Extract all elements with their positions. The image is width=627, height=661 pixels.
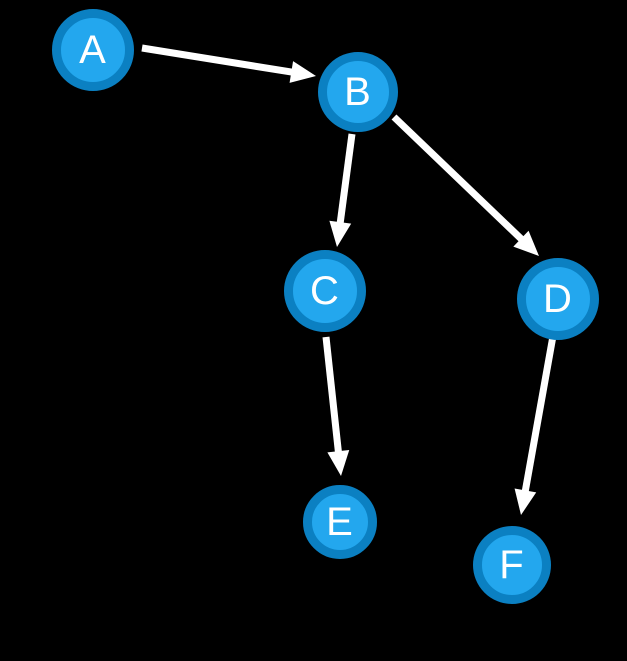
- node-e[interactable]: E: [303, 485, 377, 559]
- node-label: E: [326, 500, 354, 544]
- node-f[interactable]: F: [473, 526, 551, 604]
- arrowhead-icon: [327, 449, 350, 476]
- node-c[interactable]: C: [284, 250, 366, 332]
- node-circle[interactable]: [473, 526, 551, 604]
- arrowhead-icon: [289, 61, 316, 83]
- node-circle[interactable]: [303, 485, 377, 559]
- node-b[interactable]: B: [318, 52, 398, 132]
- node-d[interactable]: D: [517, 258, 599, 340]
- node-a[interactable]: A: [52, 9, 134, 91]
- edge-line: [336, 133, 356, 225]
- arrowhead-icon: [329, 220, 352, 247]
- edge-b-c: [329, 133, 356, 247]
- node-circle[interactable]: [517, 258, 599, 340]
- node-circle[interactable]: [284, 250, 366, 332]
- node-label: B: [344, 70, 372, 114]
- edge-line: [141, 44, 294, 76]
- node-circle[interactable]: [52, 9, 134, 91]
- node-label: C: [310, 269, 340, 313]
- edge-d-f: [514, 335, 557, 515]
- edge-line: [521, 335, 557, 493]
- node-label: D: [543, 277, 573, 321]
- node-circle[interactable]: [318, 52, 398, 132]
- arrowhead-icon: [514, 488, 537, 515]
- arrowhead-icon: [513, 230, 539, 256]
- node-label: A: [79, 28, 107, 72]
- edge-b-d: [391, 114, 539, 256]
- edge-line: [322, 336, 343, 454]
- edge-c-e: [322, 336, 350, 476]
- edge-a-b: [141, 44, 316, 83]
- node-label: F: [499, 543, 524, 587]
- edge-line: [391, 114, 525, 243]
